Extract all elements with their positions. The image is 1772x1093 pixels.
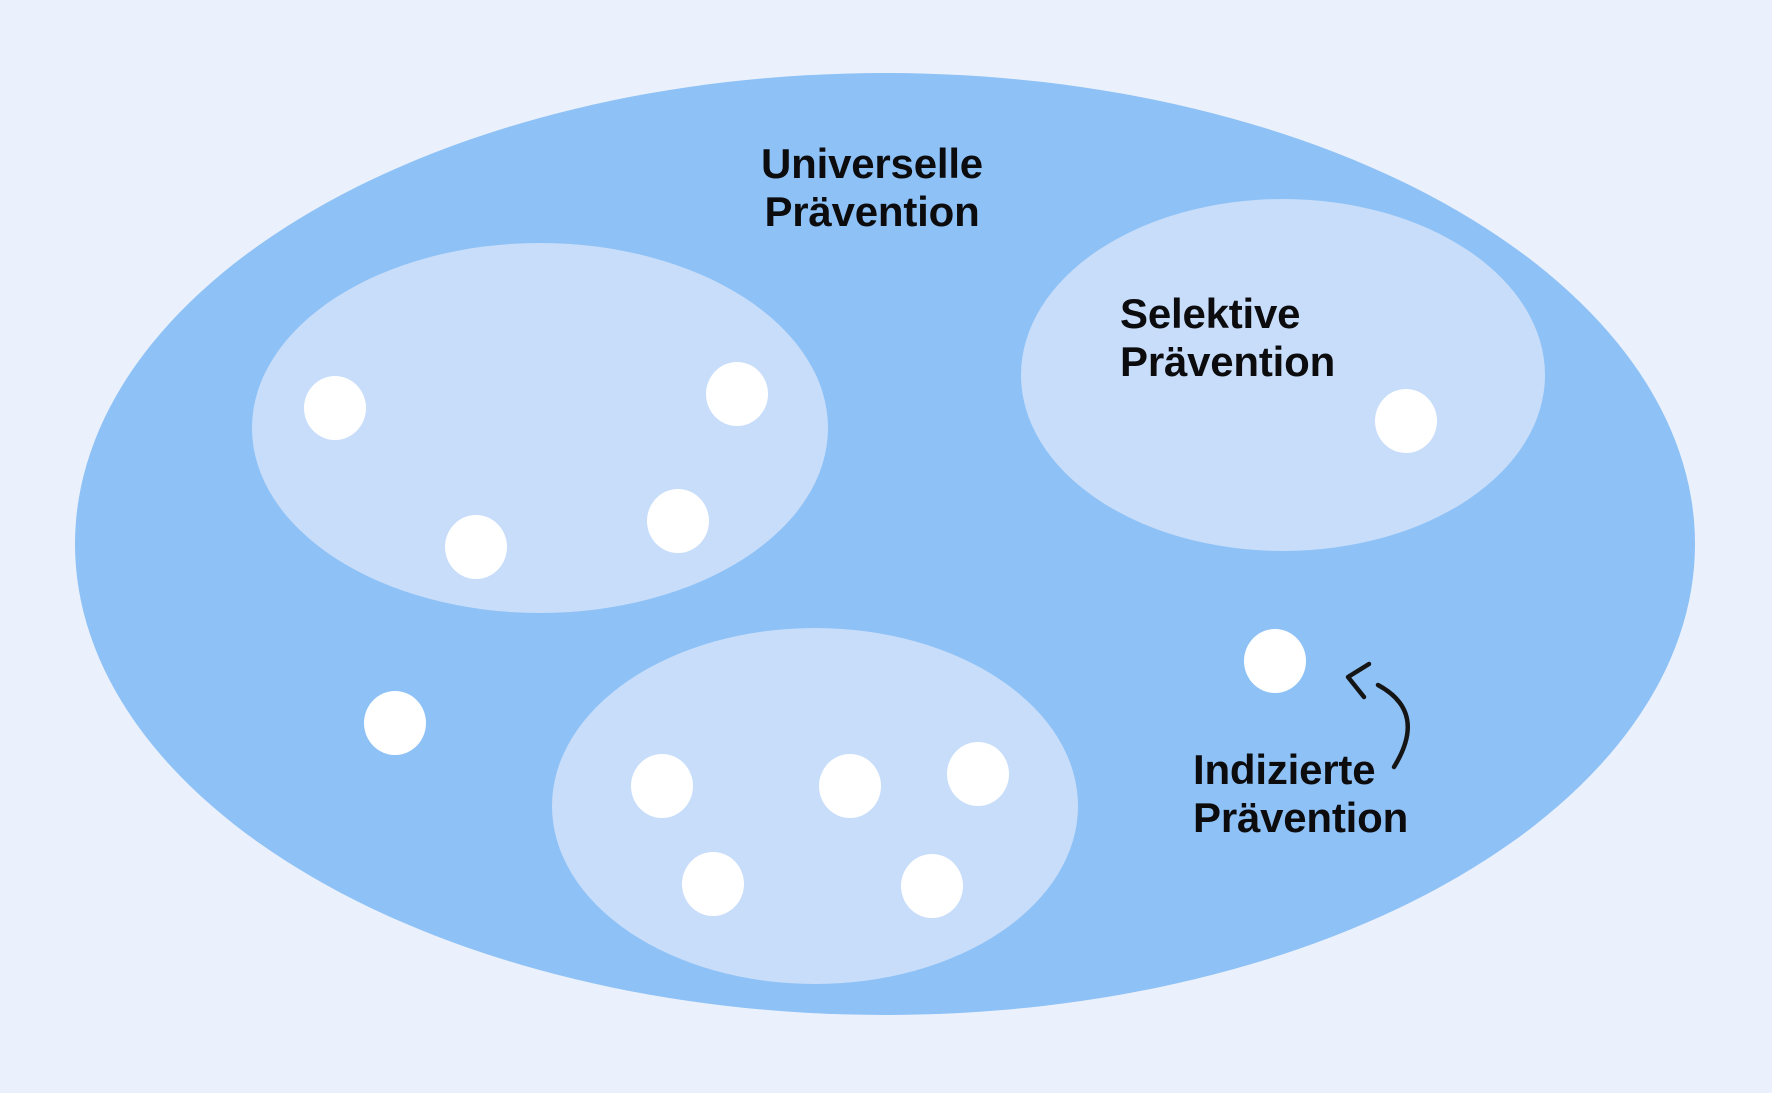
person-dot bbox=[1244, 629, 1306, 693]
person-dot bbox=[901, 854, 963, 918]
indicated-prevention-label-line2: Prävention bbox=[1193, 794, 1409, 841]
person-dot bbox=[647, 489, 709, 553]
subgroup-ellipse-bottom-center bbox=[552, 628, 1078, 984]
indicated-prevention-label-line1: Indizierte bbox=[1193, 746, 1376, 793]
person-dot bbox=[304, 376, 366, 440]
person-dot bbox=[819, 754, 881, 818]
person-dot bbox=[631, 754, 693, 818]
person-dot bbox=[682, 852, 744, 916]
selective-prevention-ellipse bbox=[1021, 199, 1545, 551]
person-dot bbox=[706, 362, 768, 426]
indicated-prevention-label: Indizierte Prävention bbox=[1193, 746, 1408, 842]
universal-prevention-label-line2: Prävention bbox=[764, 188, 980, 235]
person-dot bbox=[445, 515, 507, 579]
person-dot bbox=[364, 691, 426, 755]
universal-prevention-label: Universelle Prävention bbox=[672, 140, 1072, 236]
person-dot bbox=[1375, 389, 1437, 453]
selective-prevention-label-line2: Prävention bbox=[1120, 338, 1336, 385]
selective-prevention-label: Selektive Prävention bbox=[1120, 290, 1335, 386]
selective-prevention-label-line1: Selektive bbox=[1120, 290, 1301, 337]
universal-prevention-label-line1: Universelle bbox=[761, 140, 983, 187]
person-dot bbox=[947, 742, 1009, 806]
